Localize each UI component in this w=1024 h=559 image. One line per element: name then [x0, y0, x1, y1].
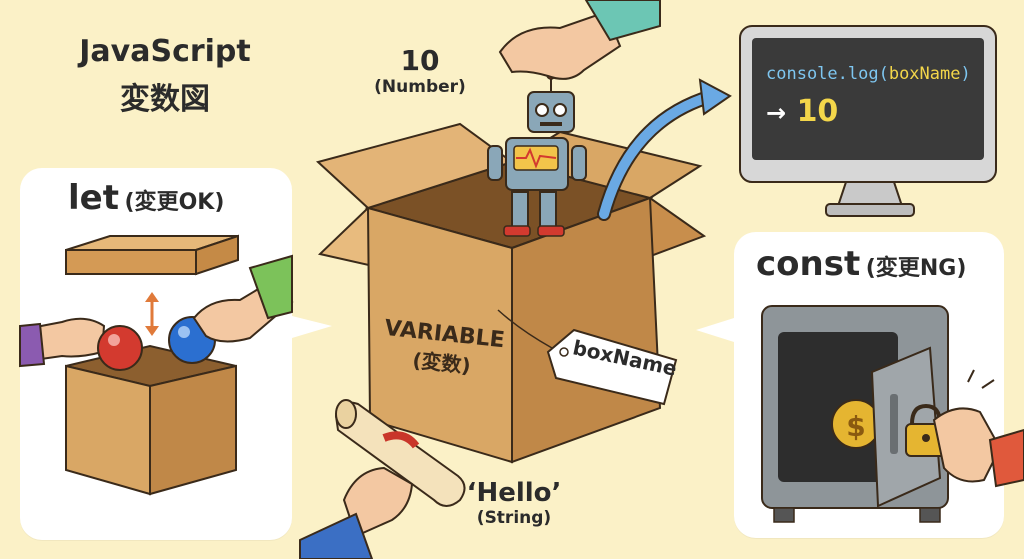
let-note: (変更OK) [124, 190, 225, 215]
scroll-icon [334, 399, 466, 507]
number-value: 10 [400, 44, 440, 77]
let-box-lid [65, 234, 239, 276]
right-hand-icon [192, 254, 294, 343]
console-output: → 10 [766, 94, 838, 129]
string-label: ‘Hello’ (String) [454, 478, 574, 528]
monitor-icon [739, 25, 997, 217]
name-tag [546, 328, 678, 406]
red-ball-highlight [108, 334, 120, 346]
console-output-value: 10 [796, 94, 839, 129]
string-value: ‘Hello’ [466, 478, 562, 508]
left-hand-icon [19, 317, 106, 368]
console-arrow: → [766, 99, 787, 127]
const-note: (変更NG) [865, 256, 967, 281]
blue-ball-highlight [178, 326, 190, 338]
safe-hand-icon [932, 369, 1024, 488]
top-hand-icon [498, 0, 661, 80]
let-panel-pointer [292, 316, 332, 338]
const-panel-pointer [696, 318, 734, 342]
console-code-suffix: ) [960, 64, 971, 84]
number-label: 10 (Number) [370, 44, 470, 97]
red-ball-icon [97, 325, 143, 371]
number-type: (Number) [374, 77, 466, 97]
bottom-hand-icon [299, 466, 414, 559]
output-arrow-icon [597, 78, 732, 221]
console-code-prefix: console.log( [766, 64, 889, 84]
svg-text:$: $ [846, 410, 865, 443]
diagram-title: JavaScript 変数図 [60, 28, 270, 124]
string-type: (String) [476, 508, 552, 528]
variable-box [315, 122, 707, 464]
console-code-arg: boxName [888, 64, 961, 84]
let-panel-title: let (変更OK) [68, 178, 224, 218]
swap-arrow-icon [145, 292, 159, 336]
title-line-2: 変数図 [120, 82, 210, 117]
safe-icon: $ [761, 305, 949, 523]
robot-icon [487, 70, 587, 237]
console-code: console.log(boxName) [766, 64, 971, 84]
title-line-1: JavaScript [79, 34, 251, 69]
let-keyword: let [68, 178, 119, 218]
let-box [65, 344, 237, 496]
const-panel-title: const (変更NG) [756, 244, 966, 284]
const-keyword: const [756, 244, 861, 284]
